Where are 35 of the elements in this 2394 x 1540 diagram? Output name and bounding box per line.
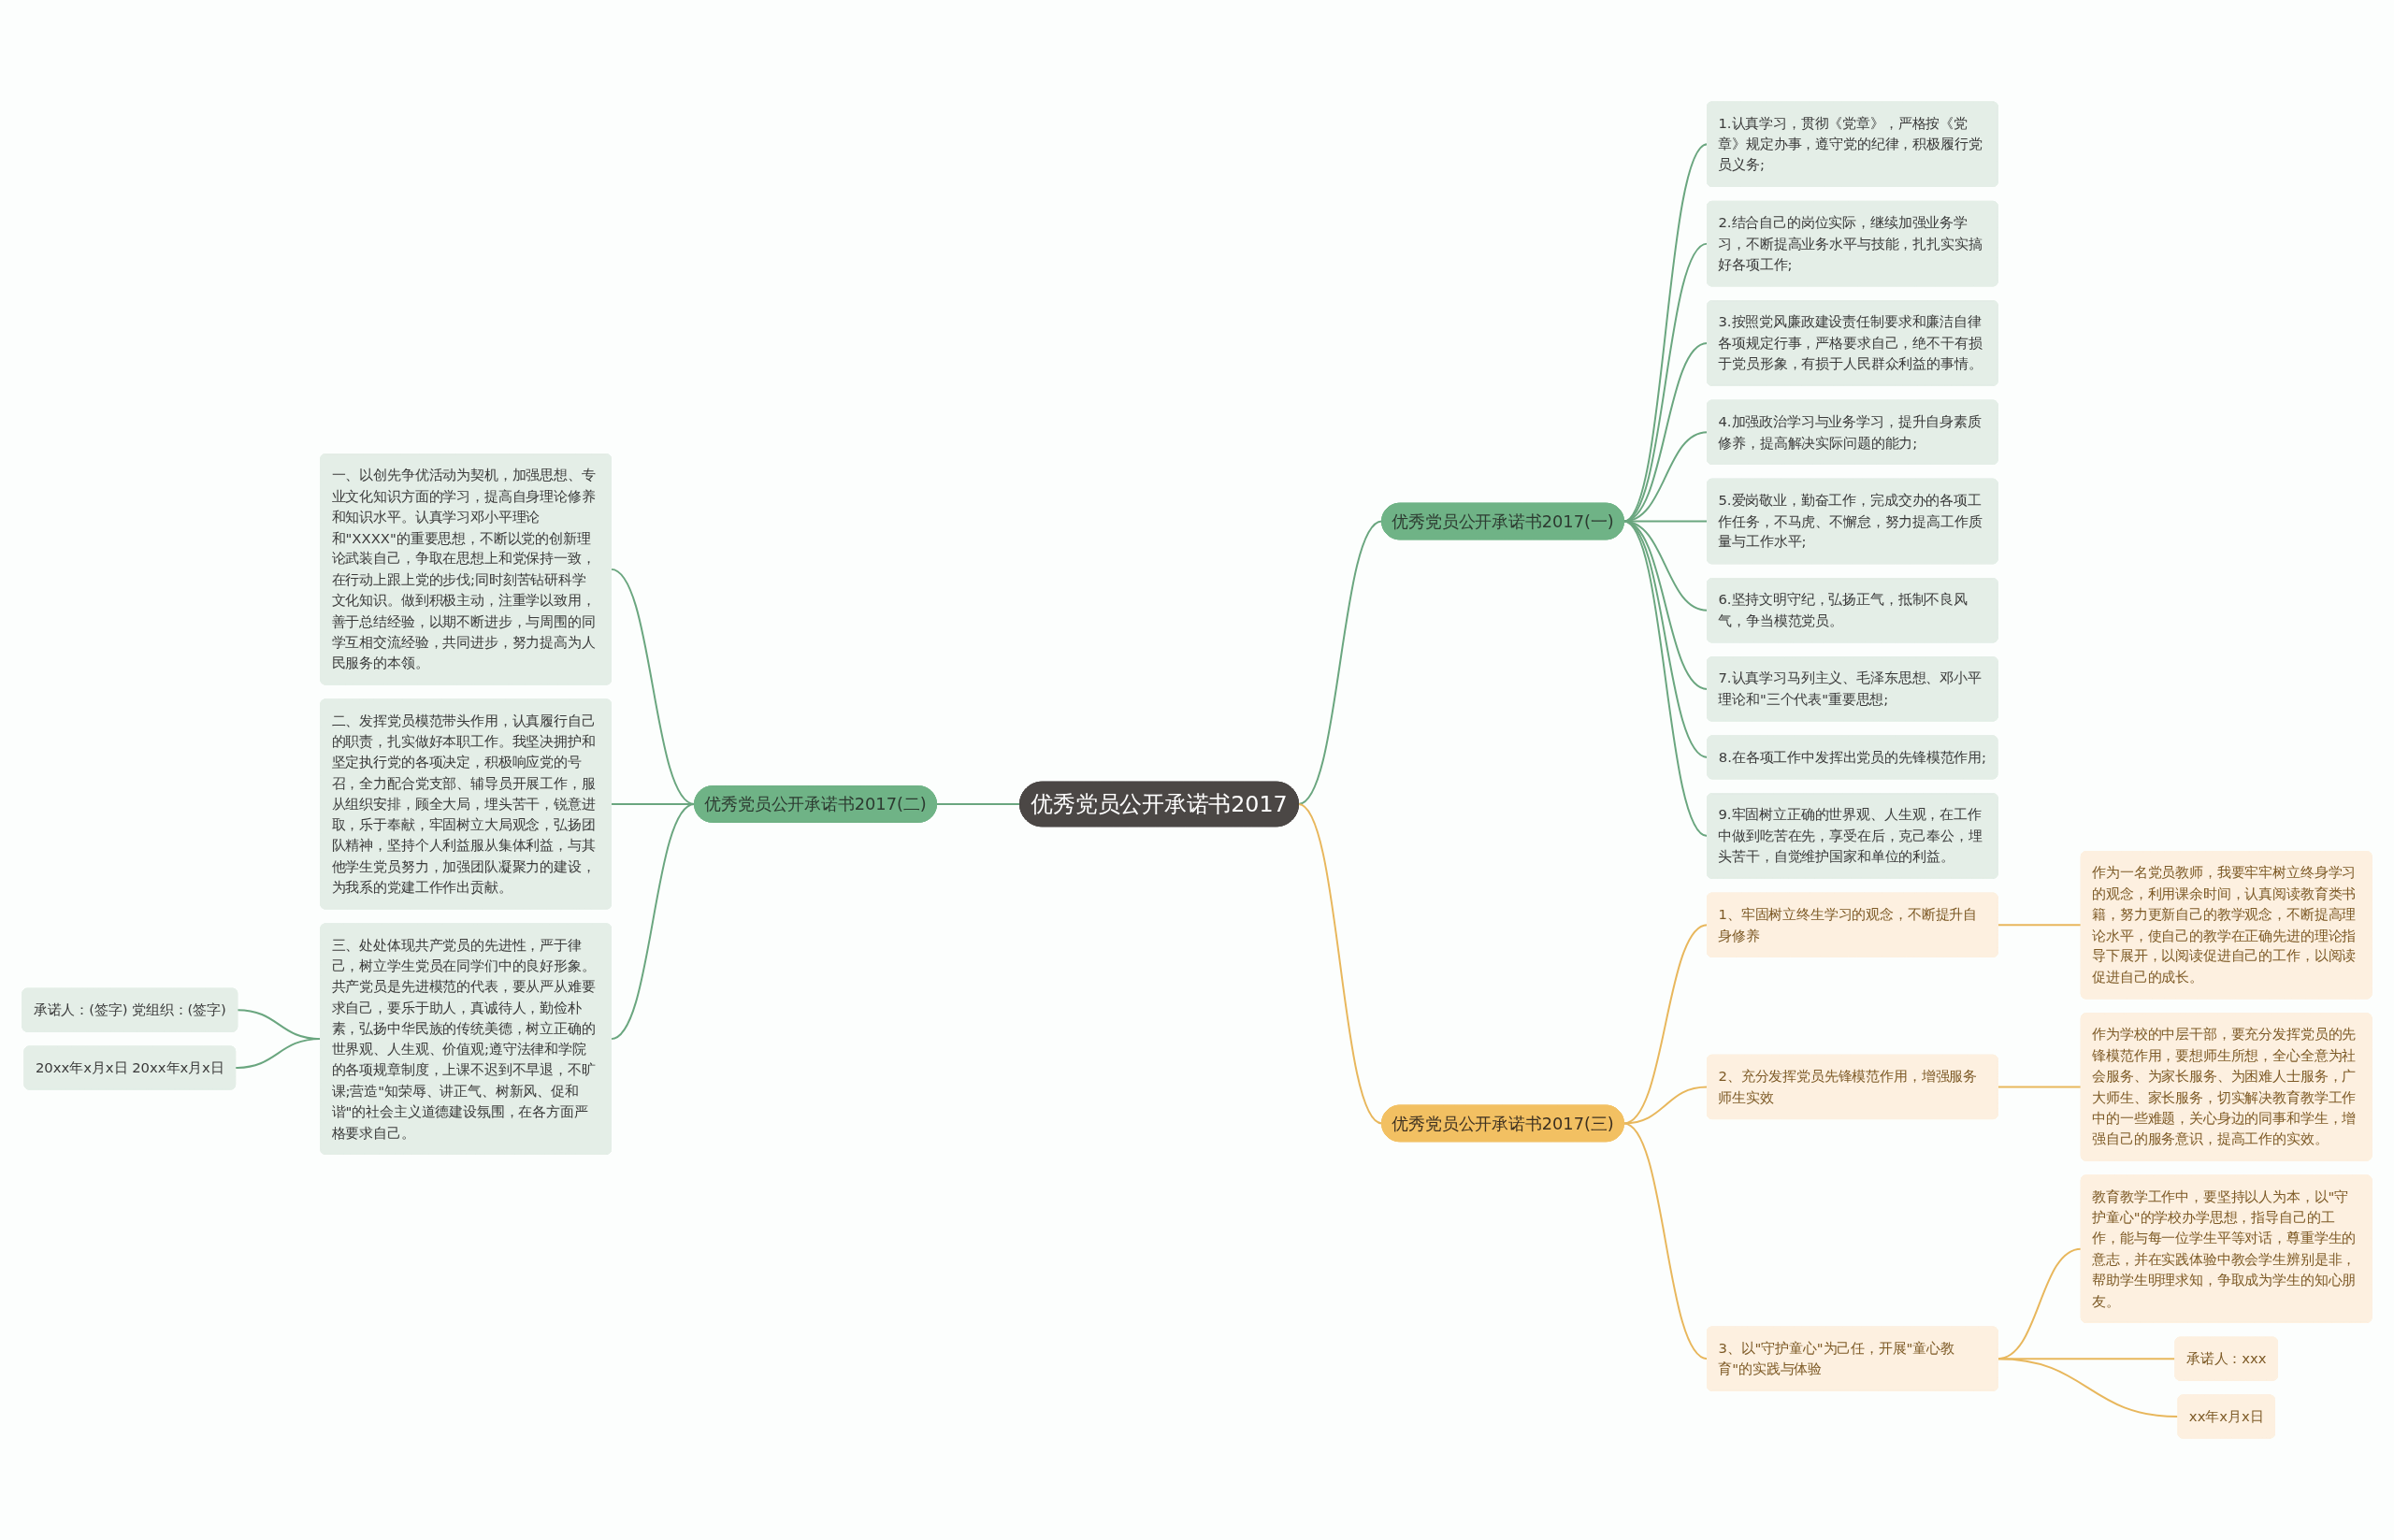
note-card: 3.按照党风廉政建设责任制要求和廉洁自律各项规定行事，严格要求自己，绝不干有损于党员形象，有损于人民群众利益的事情。 [1707, 300, 1998, 386]
note-card: 作为一名党员教师，我要牢牢树立终身学习的观念，利用课余时间，认真阅读教育类书籍，努力更新自己的教学观念，不断提高理论水平，使自己的教学在正确先进的理论指导下展开，以阅读促进自己的工作，以阅读促进自己的成长。 [2080, 851, 2372, 1000]
note-card: 9.牢固树立正确的世界观、人生观，在工作中做到吃苦在先，享受在后，克己奉公，埋头苦干，自觉维护国家和单位的利益。 [1707, 793, 1998, 879]
connector-line [1997, 1086, 2083, 1088]
branch-topic-node: 优秀党员公开承诺书2017(一) [1381, 502, 1624, 540]
connector-line [1622, 1086, 1709, 1125]
note-card: 2.结合自己的岗位实际，继续加强业务学习，不断提高业务水平与技能，扎扎实实搞好各项工作; [1707, 200, 1998, 287]
note-card: 6.坚持文明守纪，弘扬正气，抵制不良风气，争当模范党员。 [1707, 578, 1998, 643]
note-card: 7.认真学习马列主义、毛泽东思想、邓小平理论和"三个代表"重要思想; [1707, 656, 1998, 722]
note-card: 三、处处体现共产党员的先进性，严于律己，树立学生党员在同学们中的良好形象。共产党员是先进模范的代表，要从严从难要求自己，要乐于助人，真诚待人，勤俭朴素，弘扬中华民族的传统美德，树立正确的世界观、人生观、价值观;遵守法律和学院的各项规章制度，上课不迟到不早退，不旷课;营造"知荣辱、讲正气、树新风、促和谐"的社会主义道德建设氛围，在各方面严格要求自己。 [320, 923, 612, 1155]
connector-line [1997, 1358, 2179, 1418]
connector-line [1622, 1122, 1709, 1360]
note-card: 4.加强政治学习与业务学习，提升自身素质修养，提高解决实际问题的能力; [1707, 399, 1998, 465]
branch-topic-node: 优秀党员公开承诺书2017(二) [694, 785, 937, 823]
note-card: 8.在各项工作中发挥出党员的先锋模范作用; [1707, 735, 1998, 780]
connector-line [1297, 803, 1383, 1125]
note-card: 二、发挥党员模范带头作用，认真履行自己的职责，扎实做好本职工作。我坚决拥护和坚定执行党的各项决定，积极响应党的号召，全力配合党支部、辅导员开展工作，服从组织安排，顾全大局，埋头苦干，锐意进取，乐于奉献，牢固树立大局观念，弘扬团队精神，坚持个人利益服从集体利益，与其他学生党员努力，加强团队凝聚力的建设，为我系的党建工作作出贡献。 [320, 698, 612, 910]
note-card: 承诺人：xxx [2174, 1336, 2278, 1381]
note-card: 20xx年x月x日 20xx年x月x日 [23, 1045, 237, 1090]
note-card: 作为学校的中层干部，要充分发挥党员的先锋模范作用，要想师生所想，全心全意为社会服务、为家长服务、为困难人士服务，广大师生、家长服务，切实解决教育教学工作中的一些难题，关心身边的同事和学生，增强自己的服务意识，提高工作的实效。 [2080, 1013, 2372, 1161]
connector-line [935, 803, 1021, 805]
connector-line [1997, 924, 2083, 927]
note-card: 5.爱岗敬业，勤奋工作，完成交办的各项工作任务，不马虎、不懈怠，努力提高工作质量与工作水平; [1707, 478, 1998, 565]
central-topic-node: 优秀党员公开承诺书2017 [1019, 781, 1299, 828]
note-card: 一、以创先争优活动为契机，加强思想、专业文化知识方面的学习，提高自身理论修养和知识水平。认真学习邓小平理论和"XXXX"的重要思想，不断以党的创新理论武装自己，争取在思想上和党保持一致，在行动上跟上党的步伐;同时刻苦钻研科学文化知识。做到积极主动，注重学以致用，善于总结经验，以期不断进步，与周围的同学互相交流经验，共同进步，努力提高为人民服务的本领。 [320, 453, 612, 685]
note-card: 3、以"守护童心"为己任，开展"童心教育"的实践与体验 [1707, 1326, 1998, 1391]
note-card: 教育教学工作中，要坚持以人为本，以"守护童心"的学校办学思想，指导自己的工作，能与每一位学生平等对话，尊重学生的意志，并在实践体验中教会学生辨别是非，帮助学生明理求知，争取成为学生的知心朋友。 [2080, 1174, 2372, 1323]
connector-line [234, 1038, 322, 1070]
note-card: xx年x月x日 [2177, 1394, 2275, 1439]
connector-line [610, 803, 696, 1041]
branch-topic-node: 优秀党员公开承诺书2017(三) [1381, 1104, 1624, 1143]
note-card: 2、充分发挥党员先锋模范作用，增强服务师生实效 [1707, 1054, 1998, 1120]
note-card: 承诺人：(签字) 党组织：(签字) [22, 987, 238, 1032]
note-card: 1、牢固树立终生学习的观念，不断提升自身修养 [1707, 892, 1998, 957]
note-card: 1.认真学习，贯彻《党章》，严格按《党章》规定办事，遵守党的纪律，积极履行党员义务; [1707, 101, 1998, 187]
